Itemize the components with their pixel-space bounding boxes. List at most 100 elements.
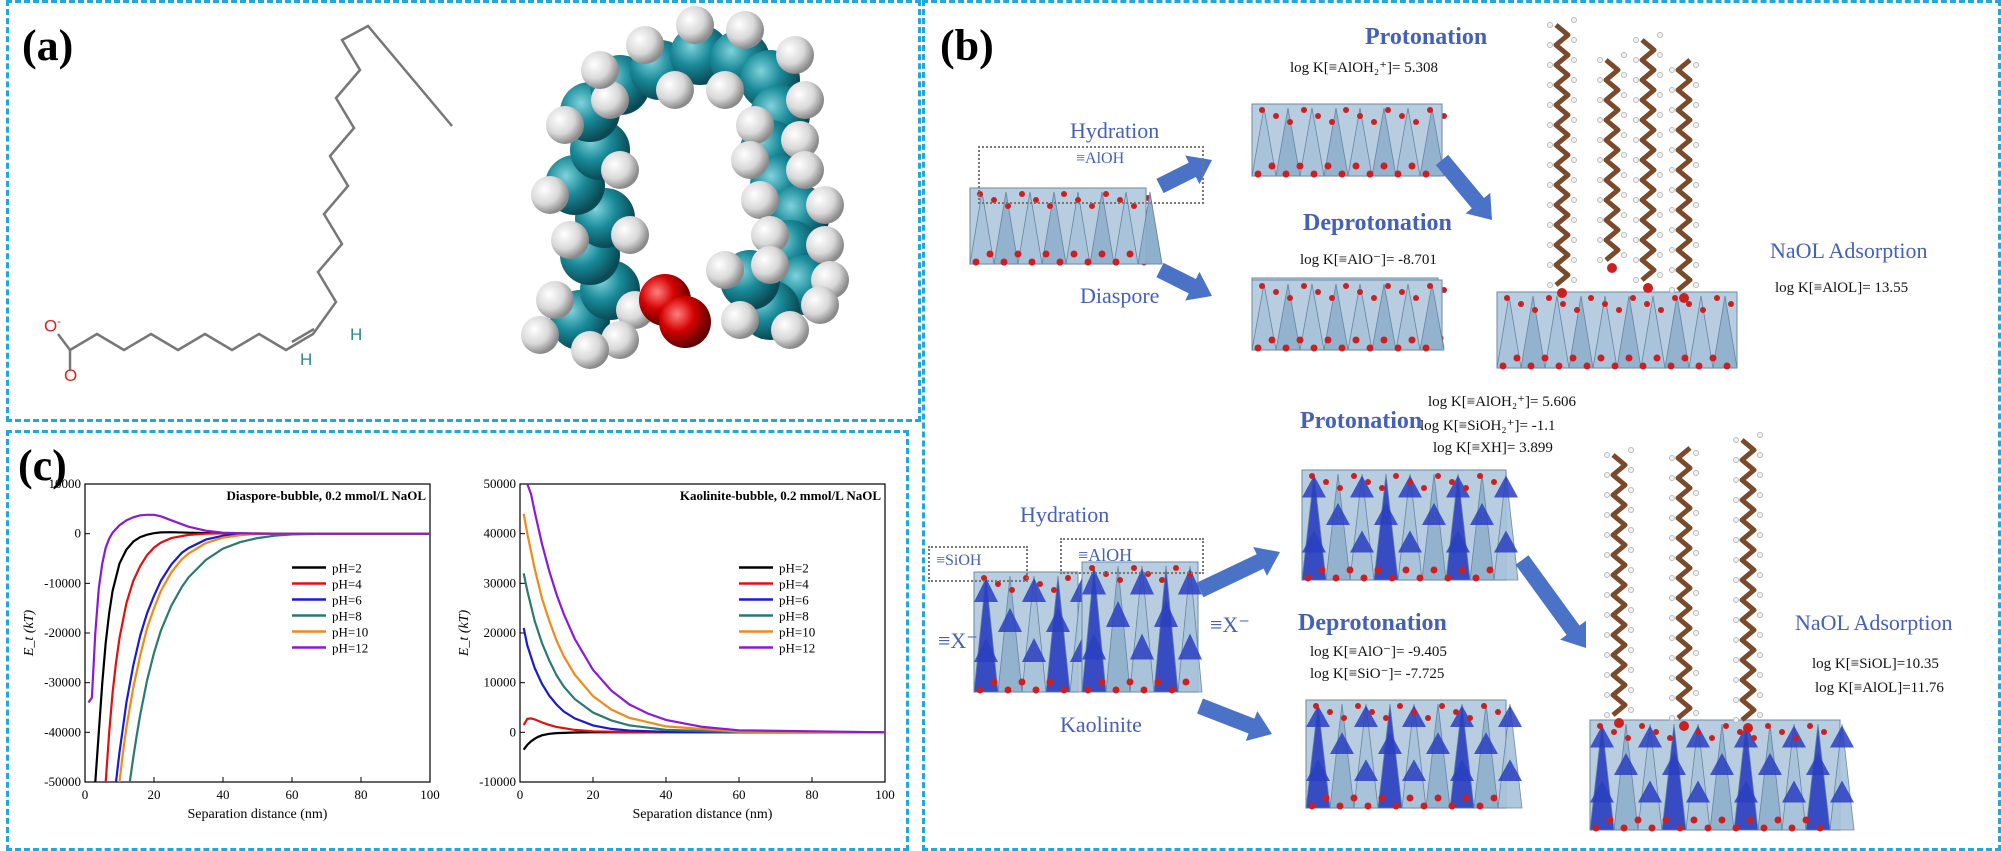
kaolinite-protonation-title: Protonation xyxy=(1300,408,1423,434)
legend-label: pH=6 xyxy=(332,592,362,607)
kaolinite-protonation-eq2: log K[≡SiOH₂⁺]= -1.1 xyxy=(1420,418,1556,434)
diaspore-slab xyxy=(969,187,1163,266)
diaspore-protonation-title: Protonation xyxy=(1365,24,1488,50)
x-axis-label: Separation distance (nm) xyxy=(633,807,773,822)
hydrogen-atom xyxy=(736,106,774,144)
hydrogen-atom xyxy=(536,281,574,319)
panel-a-label: (a) xyxy=(22,21,74,70)
kaolinite-al-site-label: ≡AlOH xyxy=(1078,545,1133,565)
diaspore-deprotonation-arrow xyxy=(1156,262,1212,301)
oleate-skeletal-structure xyxy=(57,24,453,370)
panel-b-label: (b) xyxy=(940,21,994,70)
series-line-pH=6 xyxy=(522,627,885,734)
panel-c-label: (c) xyxy=(18,441,67,490)
diaspore-protonated-slab xyxy=(1251,103,1445,178)
oxygen-atom xyxy=(659,296,711,348)
legend-label: pH=6 xyxy=(779,592,809,607)
x-tick-label: 80 xyxy=(355,787,368,802)
hydrogen-atom xyxy=(776,36,814,74)
hydrogen-atom xyxy=(676,6,714,44)
hydrogen-atom xyxy=(781,121,819,159)
chart-title: Kaolinite-bubble, 0.2 mmol/L NaOL xyxy=(680,488,881,503)
diaspore-mineral-label: Diaspore xyxy=(1080,283,1160,308)
series-line-pH=12 xyxy=(87,513,430,704)
kaolinite-adsorption-eq2: log K[≡AlOL]=11.76 xyxy=(1815,680,1944,696)
x-tick-label: 20 xyxy=(148,787,161,802)
hydrogen-atom xyxy=(611,216,649,254)
diaspore-deprotonated-slab xyxy=(1251,279,1445,352)
legend-label: pH=2 xyxy=(332,560,362,575)
hydrogen-atom xyxy=(531,176,569,214)
x-tick-label: 80 xyxy=(806,787,819,802)
panel-b xyxy=(922,0,2001,851)
y-tick-label: 10000 xyxy=(484,675,517,690)
diaspore-deprotonation-eq: log K[≡AlO⁻]= -8.701 xyxy=(1300,252,1437,268)
oleate-space-filling-model xyxy=(521,6,849,369)
kaolinite-protonated-slab xyxy=(1301,469,1519,582)
y-tick-label: 0 xyxy=(75,526,82,541)
hydrogen-atom xyxy=(591,81,629,119)
hydrogen-atom xyxy=(801,286,839,324)
series-line-pH=2 xyxy=(94,531,430,782)
hydrogen-atom xyxy=(581,51,619,89)
kaolinite-si-site-label: ≡SiOH xyxy=(936,552,982,569)
kaolinite-si-site-box xyxy=(928,546,1028,582)
hydrogen-atom xyxy=(571,331,609,369)
diaspore-oleate-chain-3 xyxy=(1633,32,1663,293)
diaspore-adsorption-arrow xyxy=(1435,154,1492,220)
x-axis-label: Separation distance (nm) xyxy=(188,807,328,822)
y-tick-label: -30000 xyxy=(44,675,81,690)
hydrogen-atom xyxy=(741,181,779,219)
y-tick-label: -20000 xyxy=(44,625,81,640)
diaspore-adsorbed-slab xyxy=(1496,291,1738,370)
kaolinite-deprotonation-eq2: log K[≡SiO⁻]= -7.725 xyxy=(1310,666,1445,682)
series-line-pH=4 xyxy=(104,532,430,782)
y-tick-label: -40000 xyxy=(44,724,81,739)
y-tick-label: 10000 xyxy=(49,476,82,491)
y-tick-label: -10000 xyxy=(479,774,516,789)
hydrogen-atom xyxy=(546,106,584,144)
legend-label: pH=4 xyxy=(779,576,809,591)
y-tick-label: 0 xyxy=(510,724,517,739)
x-tick-label: 100 xyxy=(420,787,440,802)
x-tick-label: 20 xyxy=(587,787,600,802)
x-tick-label: 0 xyxy=(82,787,89,802)
chart-title: Diaspore-bubble, 0.2 mmol/L NaOL xyxy=(227,488,427,503)
kaolinite-adsorbed-slab xyxy=(1589,719,1855,832)
series-line-pH=2 xyxy=(522,731,885,751)
series-line-pH=8 xyxy=(128,532,430,782)
kaolinite-adsorption-arrow xyxy=(1515,555,1586,648)
kaolinite-deprotonated-slab xyxy=(1305,699,1523,810)
y-tick-label: 20000 xyxy=(484,625,517,640)
hydrogen-atom xyxy=(786,81,824,119)
kaolinite-deprotonation-title: Deprotonation xyxy=(1298,610,1447,636)
panel-a xyxy=(6,0,921,422)
diaspore-deprotonation-title: Deprotonation xyxy=(1303,210,1452,236)
series-line-pH=8 xyxy=(522,573,885,734)
y-tick-label: 30000 xyxy=(484,575,517,590)
oleate-chain xyxy=(69,24,453,352)
x-tick-label: 40 xyxy=(660,787,673,802)
y-tick-label: 40000 xyxy=(484,526,517,541)
panel-b-graphics xyxy=(969,17,1855,832)
hydrogen-atom xyxy=(706,251,744,289)
diaspore-oleate-chain-1 xyxy=(1547,17,1577,298)
vinyl-hydrogen-1: H xyxy=(300,350,313,369)
kaolinite-hydration-title: Hydration xyxy=(1020,502,1110,527)
hydrogen-atom xyxy=(751,246,789,284)
diaspore-site-label: ≡AlOH xyxy=(1076,150,1125,167)
legend-label: pH=12 xyxy=(779,640,815,655)
series-line-pH=4 xyxy=(522,717,885,734)
hydrogen-atom xyxy=(721,301,759,339)
series-line-pH=10 xyxy=(118,532,430,782)
diaspore-adsorption-title: NaOL Adsorption xyxy=(1770,238,1928,263)
y-axis-label: E_t (kT) xyxy=(457,610,472,658)
vinyl-hydrogen-2: H xyxy=(350,325,363,344)
legend-label: pH=4 xyxy=(332,576,362,591)
x-tick-label: 100 xyxy=(875,787,895,802)
x-tick-label: 60 xyxy=(733,787,746,802)
hydrogen-atom xyxy=(786,151,824,189)
kaolinite-protonation-eq1: log K[≡AlOH₂⁺]= 5.606 xyxy=(1428,394,1576,410)
